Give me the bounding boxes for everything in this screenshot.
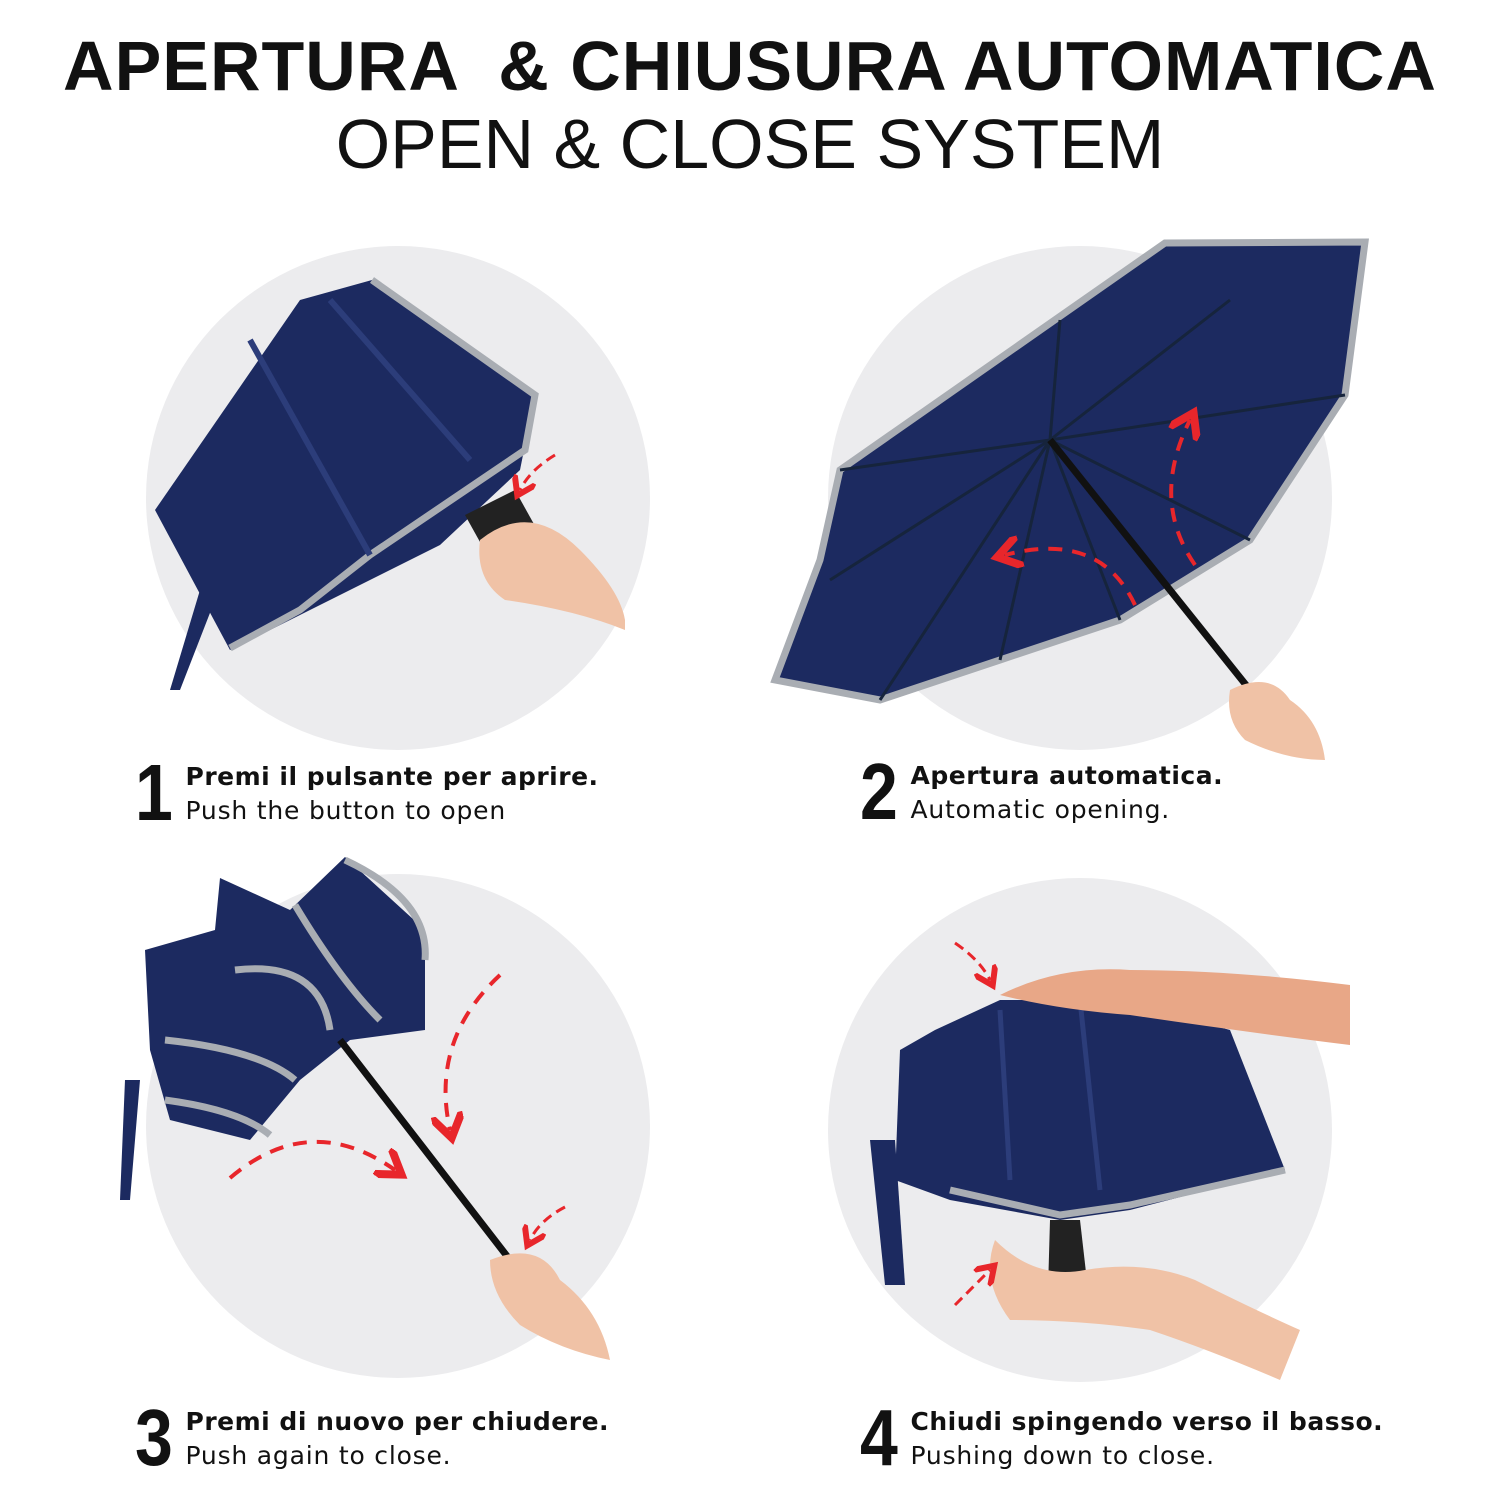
step-italian-text: Chiudi spingendo verso il basso. [910, 1407, 1384, 1436]
step-number: 4 [860, 1393, 898, 1482]
step-4-caption: 4 Chiudi spingendo verso il basso. Pushi… [860, 1393, 1384, 1482]
subtitle: OPEN & CLOSE SYSTEM [335, 105, 1165, 183]
step-italian-text: Apertura automatica. [910, 761, 1224, 790]
step-english-text: Pushing down to close. [910, 1441, 1215, 1470]
pushing-umbrella-image [870, 941, 1350, 1380]
step-3-caption: 3 Premi di nuovo per chiudere. Push agai… [135, 1393, 610, 1482]
step-english-text: Push the button to open [185, 796, 507, 825]
step-italian-text: Premi di nuovo per chiudere. [185, 1407, 610, 1436]
step-english-text: Push again to close. [185, 1441, 452, 1470]
closing-umbrella-image [120, 856, 610, 1360]
folded-umbrella-image [155, 277, 625, 690]
step-italian-text: Premi il pulsante per aprire. [185, 762, 599, 791]
step-english-text: Automatic opening. [910, 795, 1171, 824]
open-umbrella-image [770, 238, 1369, 760]
step-number: 1 [135, 748, 173, 837]
step-number: 3 [135, 1393, 173, 1482]
title: APERTURA & CHIUSURA AUTOMATICA [63, 27, 1437, 105]
step-number: 2 [860, 747, 898, 836]
step-2-caption: 2 Apertura automatica. Automatic opening… [860, 747, 1224, 836]
step-1-caption: 1 Premi il pulsante per aprire. Push the… [135, 748, 599, 837]
